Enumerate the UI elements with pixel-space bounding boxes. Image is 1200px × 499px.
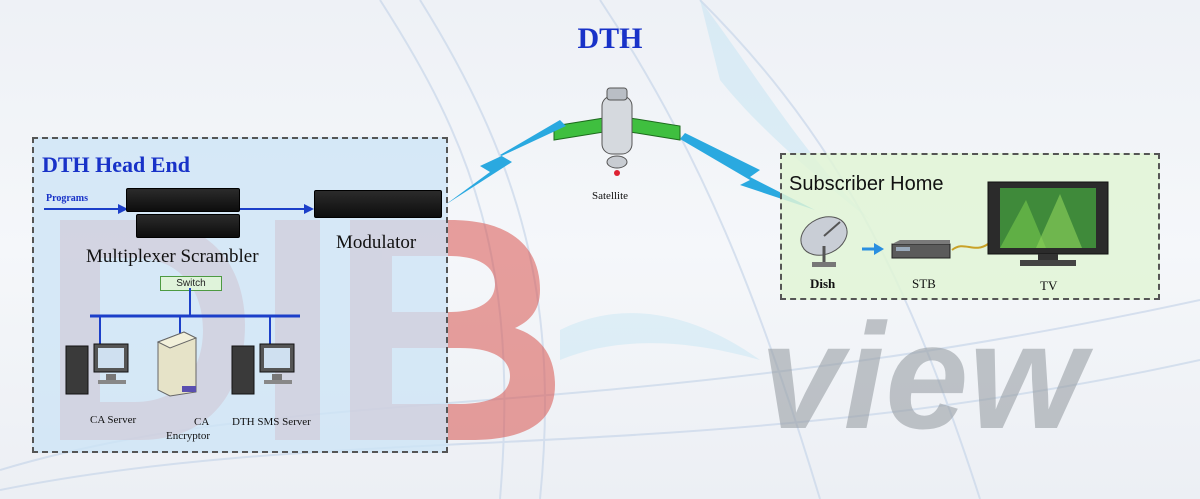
svg-text:view: view — [760, 292, 1094, 460]
satellite-label: Satellite — [592, 190, 629, 202]
sms-server-icon — [231, 343, 295, 395]
ca-encryptor-label-1: CA — [194, 416, 210, 428]
downlink-signal-icon — [680, 133, 815, 210]
uplink-signal-icon — [445, 120, 566, 205]
stb-label: STB — [912, 276, 936, 291]
programs-label: Programs — [46, 193, 89, 204]
stb-tv-cable — [951, 243, 989, 251]
head-end-title: DTH Head End — [42, 152, 190, 177]
subscriber-home-title: Subscriber Home — [789, 173, 944, 195]
ca-server-label: CA Server — [90, 414, 137, 426]
tv-icon — [987, 181, 1109, 266]
modulator-device — [314, 190, 442, 218]
dish-label: Dish — [810, 276, 836, 291]
multiplexer-scrambler-label: Multiplexer Scrambler — [86, 246, 259, 267]
satellite-icon — [553, 87, 681, 176]
ca-server-icon — [65, 343, 129, 395]
head-end-panel — [32, 137, 448, 453]
stb-icon — [891, 240, 951, 259]
ca-encryptor-label-2: Encryptor — [166, 430, 210, 442]
dish-icon — [800, 216, 848, 267]
dish-to-stb-arrow — [862, 243, 884, 255]
tv-label: TV — [1040, 278, 1058, 293]
signal-arrows — [44, 204, 314, 214]
scrambler-device — [136, 214, 240, 238]
network-bus — [90, 288, 300, 348]
modulator-label: Modulator — [336, 232, 417, 253]
multiplexer-device — [126, 188, 240, 212]
diagram-title: DTH — [577, 22, 643, 55]
sms-server-label: DTH SMS Server — [232, 416, 311, 428]
ca-encryptor-icon — [156, 331, 198, 397]
